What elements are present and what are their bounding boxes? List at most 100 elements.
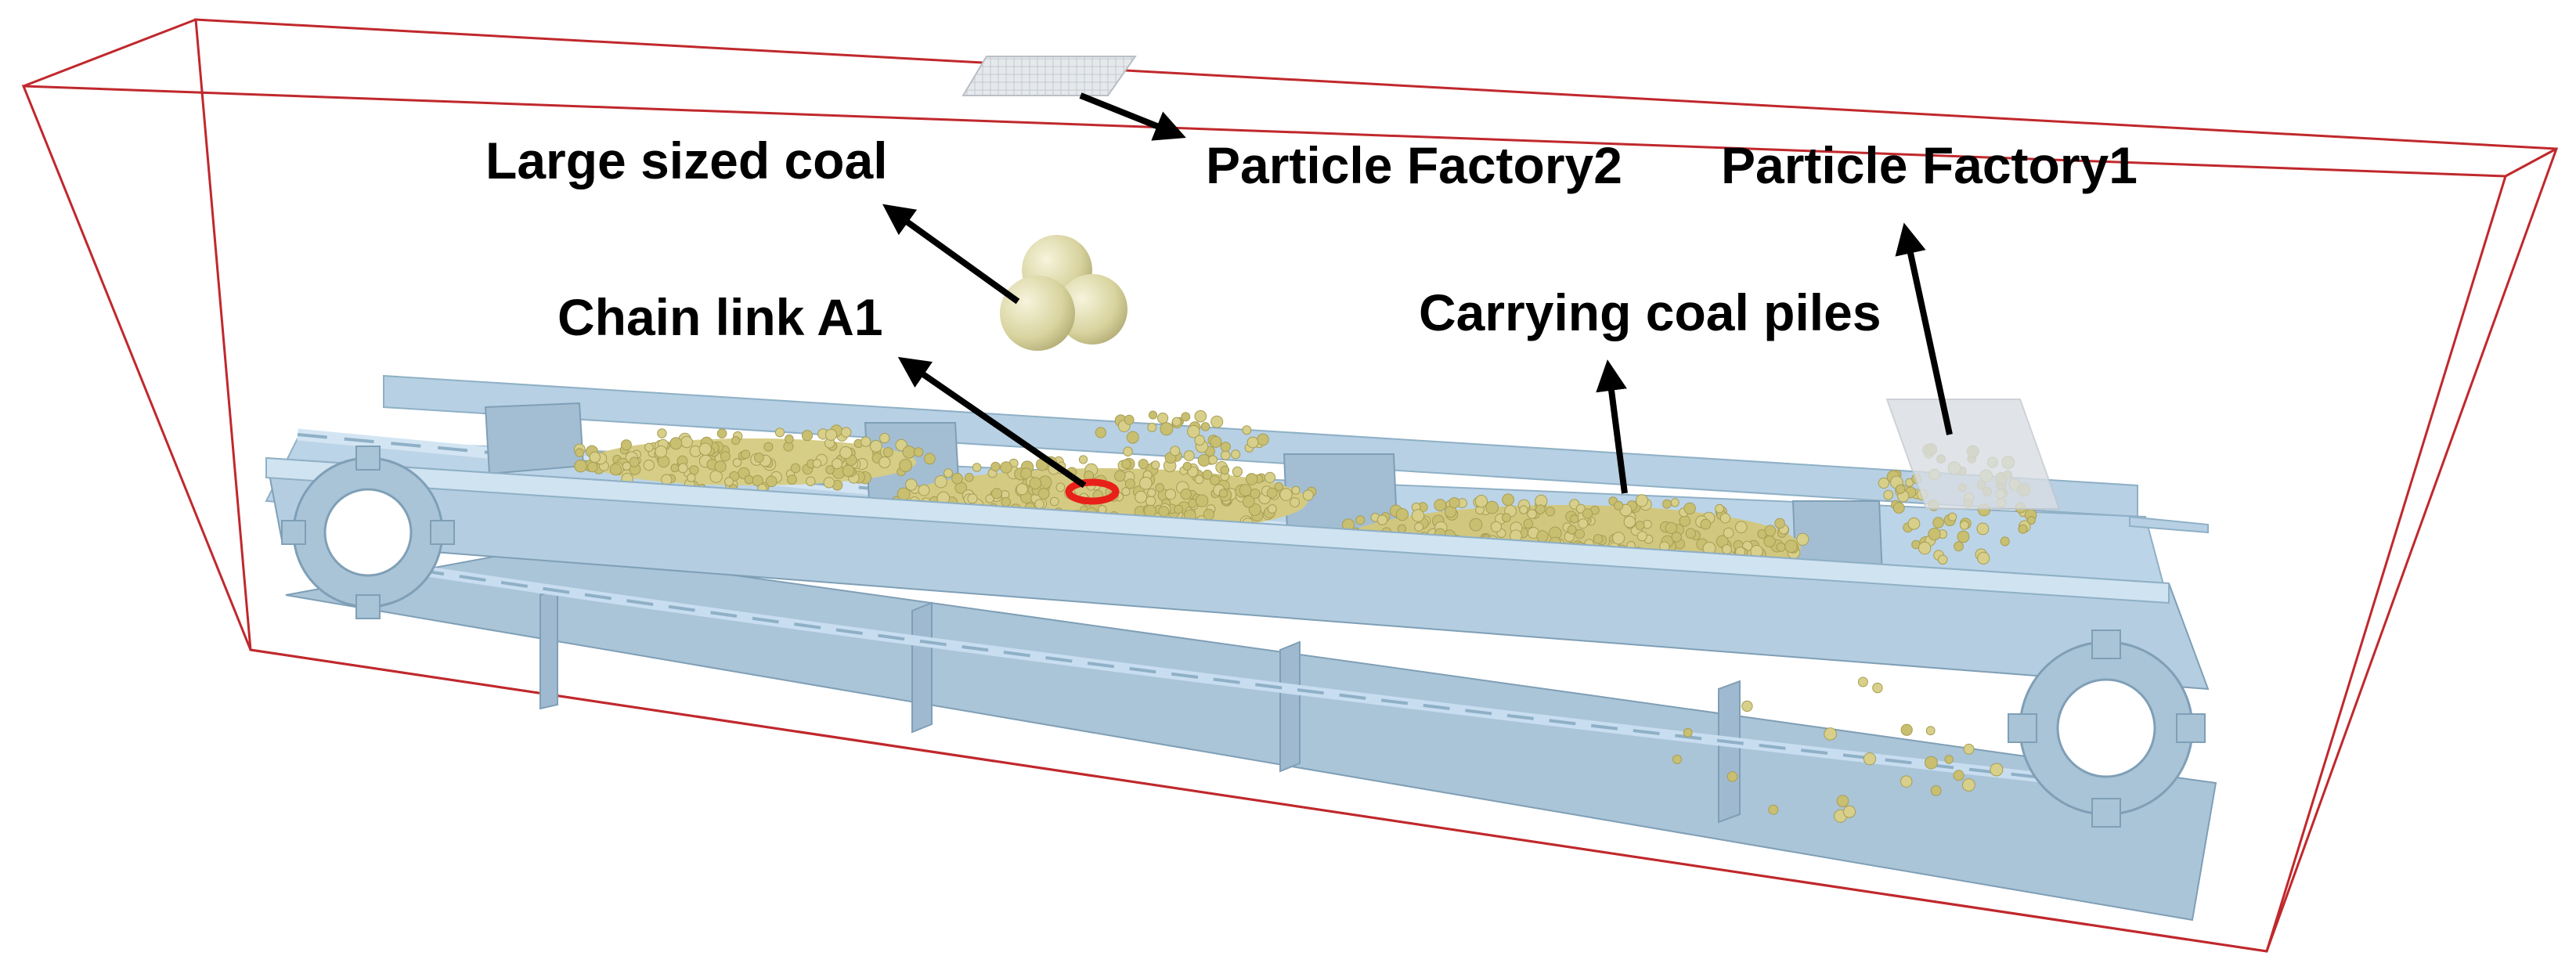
coal-particle: [766, 475, 777, 488]
coal-particle: [1523, 518, 1534, 529]
coal-particle: [1670, 498, 1679, 507]
coal-particle: [1231, 449, 1241, 460]
coal-particle: [1181, 412, 1191, 422]
coal-particle: [680, 435, 693, 449]
coal-particle: [1570, 514, 1579, 524]
coal-particle: [622, 461, 631, 471]
coal-particle: [1784, 539, 1798, 554]
coal-particle: [1124, 414, 1135, 425]
coal-particle: [812, 459, 822, 468]
coal-particle: [1502, 493, 1514, 507]
coal-particle: [1291, 485, 1301, 495]
coal-particle: [1545, 507, 1556, 517]
coal-particle: [787, 474, 797, 485]
coal-particle: [1726, 771, 1738, 782]
coal-particle: [1895, 484, 1906, 494]
coal-particle: [1157, 413, 1169, 424]
coal-particle: [1575, 528, 1585, 539]
coal-particle: [1194, 435, 1205, 446]
coal-particle: [1274, 482, 1284, 492]
coal-particle: [1953, 770, 1964, 781]
coal-particle: [732, 458, 742, 467]
coal-particle: [1843, 805, 1856, 818]
coal-particle: [1872, 682, 1883, 694]
coal-particle: [574, 460, 587, 473]
coal-particle: [1502, 513, 1511, 523]
coal-particle: [1220, 465, 1230, 475]
coal-particle: [657, 428, 667, 438]
coal-particle: [1722, 544, 1732, 555]
coal-particle: [1151, 460, 1160, 470]
coal-particle: [774, 427, 785, 438]
coal-particle: [575, 448, 584, 458]
coal-particle: [1685, 528, 1697, 539]
coal-particle: [832, 458, 843, 470]
coal-particle: [1878, 477, 1889, 489]
coal-particle: [741, 449, 751, 460]
coal-particle: [1582, 508, 1593, 519]
coal-particle: [790, 463, 801, 474]
annotation-arrows: [882, 92, 1953, 494]
coal-particle: [1741, 700, 1753, 712]
coal-particle: [1962, 778, 1975, 792]
coal-particle: [1078, 455, 1088, 464]
coal-particle: [1147, 422, 1157, 432]
coal-particle: [1683, 727, 1693, 738]
label-large-coal: Large sized coal: [485, 132, 888, 189]
coal-particle: [589, 451, 601, 464]
arrow-pf1: [1895, 222, 1953, 435]
coal-particle: [1267, 504, 1277, 514]
coal-particle: [1683, 502, 1696, 515]
coal-particle: [1145, 496, 1156, 507]
coal-particle: [2026, 516, 2036, 525]
coal-particle: [1635, 494, 1648, 507]
arrow-carrying: [1596, 359, 1628, 494]
coal-particle: [1242, 425, 1252, 435]
coal-particle: [716, 428, 727, 439]
coal-particle: [1735, 521, 1748, 534]
coal-particle: [825, 465, 835, 474]
coal-particle: [1449, 497, 1460, 509]
coal-particle: [1279, 488, 1293, 501]
coal-particle: [1900, 723, 1913, 736]
coal-particle: [1900, 775, 1913, 788]
coal-particle: [1715, 503, 1725, 514]
coal-particle: [1194, 409, 1207, 423]
coal-particle: [918, 484, 930, 496]
domain-box: [21, 18, 2559, 953]
coal-particle: [1716, 535, 1729, 548]
coal-particle: [1578, 518, 1589, 529]
base-plate: [285, 547, 2217, 922]
coal-particle: [991, 488, 1002, 500]
coal-particle: [643, 460, 655, 471]
coal-particle: [1763, 535, 1776, 548]
coal-particle: [1490, 521, 1503, 532]
coal-particle: [677, 463, 688, 474]
coal-particle: [655, 445, 668, 458]
coal-particle: [1165, 489, 1176, 500]
coal-particle: [1567, 525, 1577, 535]
coal-particle: [670, 464, 680, 473]
coal-particle: [1183, 450, 1195, 462]
sprocket-right-icon: [2008, 629, 2206, 828]
coal-particle: [1575, 503, 1586, 514]
coal-particle: [1266, 487, 1278, 499]
coal-particle: [879, 456, 891, 469]
coal-particle: [1907, 517, 1921, 530]
coal-particle: [1857, 676, 1868, 687]
coal-particle: [1200, 422, 1210, 431]
coal-particle: [1671, 532, 1682, 543]
coal-particle: [1990, 763, 2004, 777]
coal-particle: [1220, 442, 1231, 453]
coal-particle: [1863, 752, 1877, 766]
coal-particle: [1662, 499, 1672, 509]
coal-particle: [1395, 508, 1409, 521]
coal-particle: [1126, 431, 1139, 444]
coal-particle: [806, 476, 816, 486]
coal-particle: [731, 436, 741, 446]
coal-particle: [1411, 509, 1425, 522]
coal-particle: [1123, 446, 1133, 457]
coal-particle: [965, 473, 974, 482]
coal-particle: [785, 434, 794, 444]
